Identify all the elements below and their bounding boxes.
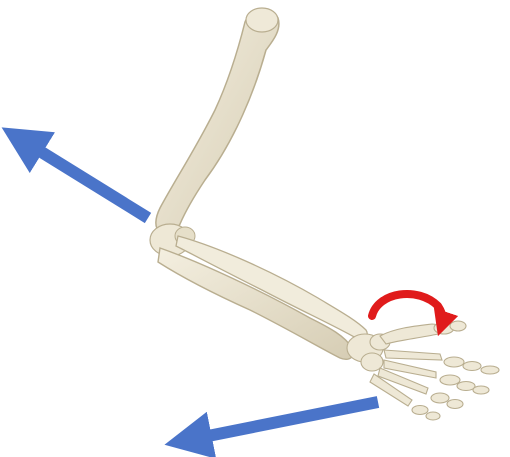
upper-left-arrow (22, 140, 148, 218)
lower-left-arrow (188, 402, 378, 440)
rotation-arrow (372, 294, 443, 324)
forearm-bones (158, 236, 367, 359)
humerus-bone (156, 8, 279, 234)
